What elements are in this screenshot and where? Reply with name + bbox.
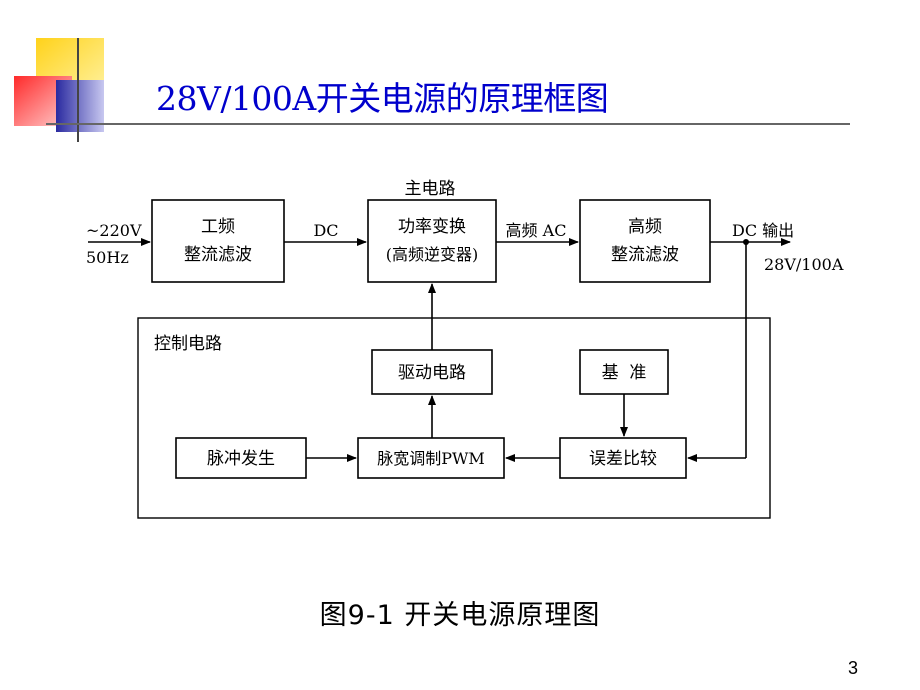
hf-filter-label-1: 高频 bbox=[628, 217, 662, 237]
input-freq-label: 50Hz bbox=[86, 248, 129, 267]
slide-title: 28V/100A开关电源的原理框图 bbox=[156, 79, 609, 118]
pwm-block bbox=[357, 437, 505, 479]
output-junction-dot bbox=[743, 239, 749, 245]
pulse-gen-label: 脉冲发生 bbox=[207, 449, 275, 469]
rectifier-label-2: 整流滤波 bbox=[184, 245, 252, 265]
hf-filter-label-2: 整流滤波 bbox=[611, 245, 679, 265]
hf-filter-block bbox=[579, 199, 711, 283]
inverter-label-2: (高频逆变器) bbox=[386, 245, 479, 264]
input-voltage-label: ~220V bbox=[86, 221, 142, 240]
output-rating-label: 28V/100A bbox=[764, 255, 844, 274]
inverter-label-1: 功率变换 bbox=[398, 217, 466, 237]
driver-label: 驱动电路 bbox=[398, 363, 466, 383]
hf-ac-label: 高频 AC bbox=[506, 221, 567, 240]
dc-output-label: DC 输出 bbox=[732, 221, 794, 240]
rectifier-block bbox=[151, 199, 285, 283]
pwm-label: 脉宽调制PWM bbox=[377, 449, 485, 468]
corner-decoration bbox=[14, 38, 850, 142]
inverter-block bbox=[367, 199, 497, 283]
dc-label: DC bbox=[313, 221, 338, 240]
rectifier-label-1: 工频 bbox=[201, 217, 235, 237]
page-number: 3 bbox=[848, 658, 859, 678]
main-circuit-label: 主电路 bbox=[405, 179, 456, 199]
error-compare-label: 误差比较 bbox=[589, 449, 657, 469]
figure-caption: 图9-1 开关电源原理图 bbox=[319, 600, 601, 631]
reference-label: 基 准 bbox=[602, 363, 647, 383]
control-circuit-frame bbox=[137, 317, 771, 519]
control-circuit-label: 控制电路 bbox=[154, 334, 222, 354]
